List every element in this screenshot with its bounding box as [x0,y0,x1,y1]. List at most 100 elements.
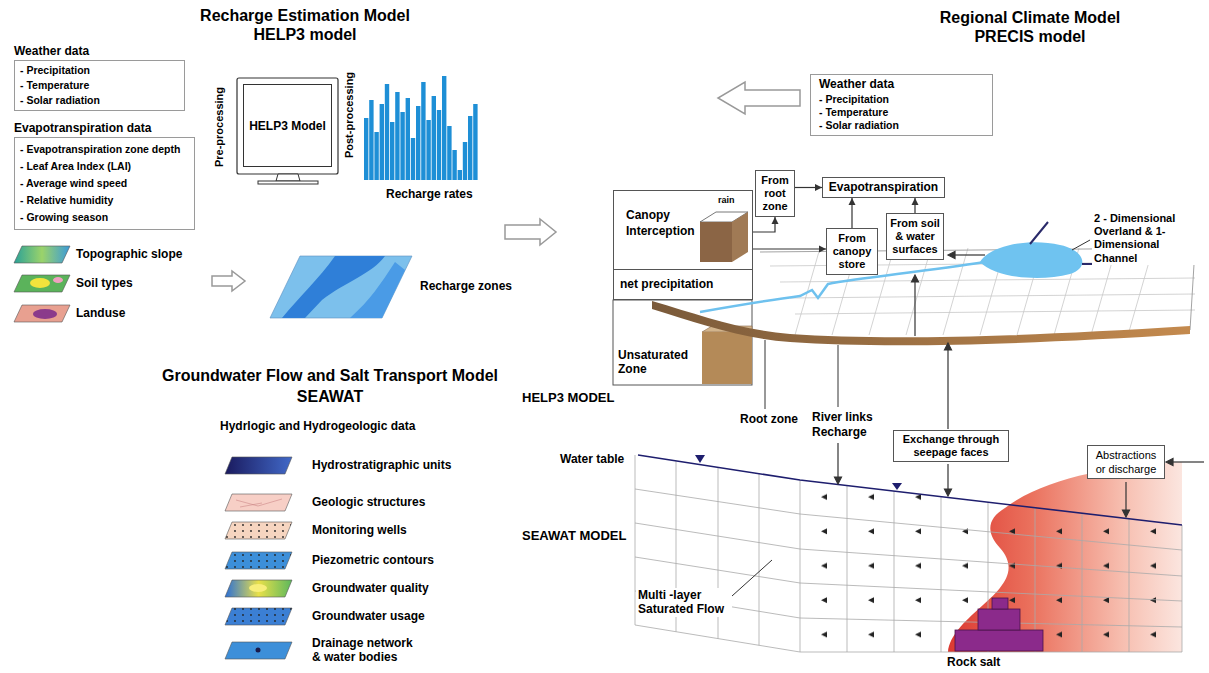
bar-chart [442,76,446,180]
bar-chart [437,110,441,180]
bar-chart [421,82,425,180]
bar-chart [411,138,415,180]
box-heading: Weather data [14,44,89,59]
flow-arrow [837,443,838,478]
layer-icon [225,608,292,625]
connector-line [753,248,826,249]
groundwater-grid [635,455,1182,652]
connector-line [753,217,775,232]
label: rain [718,195,735,206]
arrowhead [819,246,826,253]
layer-icon [225,522,292,539]
arrowhead [849,198,856,205]
label: Root zone [738,412,800,426]
box-text: - Relative humidity [20,192,189,209]
layer-icon [225,552,292,569]
label: Multi -layer Saturated Flow [636,588,732,617]
hollow-arrow [505,219,556,245]
layer-icon [225,642,292,659]
terrain-surface [980,242,1082,278]
rock-salt [992,598,1008,609]
layer-icon [14,246,70,263]
box-text: - Growing season [20,209,189,226]
label: PRECIS model [974,27,1085,46]
leader-line [838,345,839,407]
label: Soil types [76,276,133,290]
label: Unsaturated Zone [618,348,696,377]
layer-icon [225,608,292,625]
terrain-surface [1030,222,1100,264]
bar-chart [406,98,410,180]
groundwater-grid [676,461,759,645]
groundwater-grid [635,489,800,618]
hollow-arrow [718,82,800,114]
flow-arrow [1125,482,1126,511]
label: Pre-processing [213,87,226,167]
flow-arrow [947,464,948,490]
box-text: - Solar radiation [819,119,984,132]
terrain-surface [732,212,748,262]
bar-chart [473,104,477,180]
connector [753,246,826,253]
text-box: HELP3 Model [243,84,332,167]
bar-chart [390,122,394,180]
leader-line [765,340,766,409]
text-box: Evapotranspiration data- Evapotranspirat… [14,137,195,230]
text-box: net precipitation [613,269,753,300]
flow-arrow [948,252,955,259]
recharge-zone-map [270,256,412,318]
hollow-arrow [212,271,245,291]
groundwater-grid [847,486,1129,653]
label: HELP3 model [253,25,356,44]
label: Recharge Estimation Model [200,6,410,25]
box-text: - Solar radiation [20,93,179,108]
monitor-icon [276,174,300,181]
layer-icon [53,277,63,283]
flow-arrow [1172,461,1204,462]
bar-chart [447,126,451,180]
box-text: net precipitation [620,270,746,299]
box-text: Evapotranspiration [827,180,940,195]
text-box: Abstractions or discharge [1087,445,1165,479]
connector [849,198,856,228]
label: Groundwater Flow and Salt Transport Mode… [162,366,498,385]
rock-salt [955,630,1043,651]
box-text: From root zone [758,174,792,213]
arrowhead [815,184,822,191]
layer-icon [236,499,282,507]
text-box: From root zone [755,170,795,217]
box-text: - Precipitation [819,93,984,106]
bar-chart [458,170,462,180]
layer-icon [33,309,57,319]
label: Piezometric contours [312,553,434,567]
groundwater-grid [635,455,1182,652]
leader-line [732,240,1090,596]
label: Topographic slope [76,247,182,261]
bar-chart [385,84,389,180]
layer-icon [225,522,292,539]
flow-arrow [945,489,952,496]
groundwater-grid [695,455,705,463]
bar-chart [374,132,378,180]
box-text: - Precipitation [20,63,179,78]
recharge-zone-map [270,256,412,318]
rock-salt [955,598,1043,651]
box-text: Exchange through seepage faces [898,433,1004,459]
box-text: - Temperature [20,78,179,93]
label: Hydrostratigraphic units [312,458,451,472]
label: Geologic structures [312,495,425,509]
bar-chart [426,120,430,180]
monitor-icon [258,181,318,184]
text-box: Exchange through seepage faces [893,430,1009,462]
label: Post-processing [343,72,356,158]
label: HELP3 MODEL [522,390,614,406]
bar-chart [463,142,467,180]
flow-arrow [1123,510,1130,517]
label: Recharge rates [386,187,473,201]
bar-chart [364,76,478,180]
box-text: Canopy Interception [626,207,704,239]
box-text: - Leaf Area Index (LAI) [20,158,189,175]
box-text: - Evapotranspiration zone depth [20,141,189,158]
label: River links [810,410,875,424]
label: SEAWAT [297,387,363,406]
